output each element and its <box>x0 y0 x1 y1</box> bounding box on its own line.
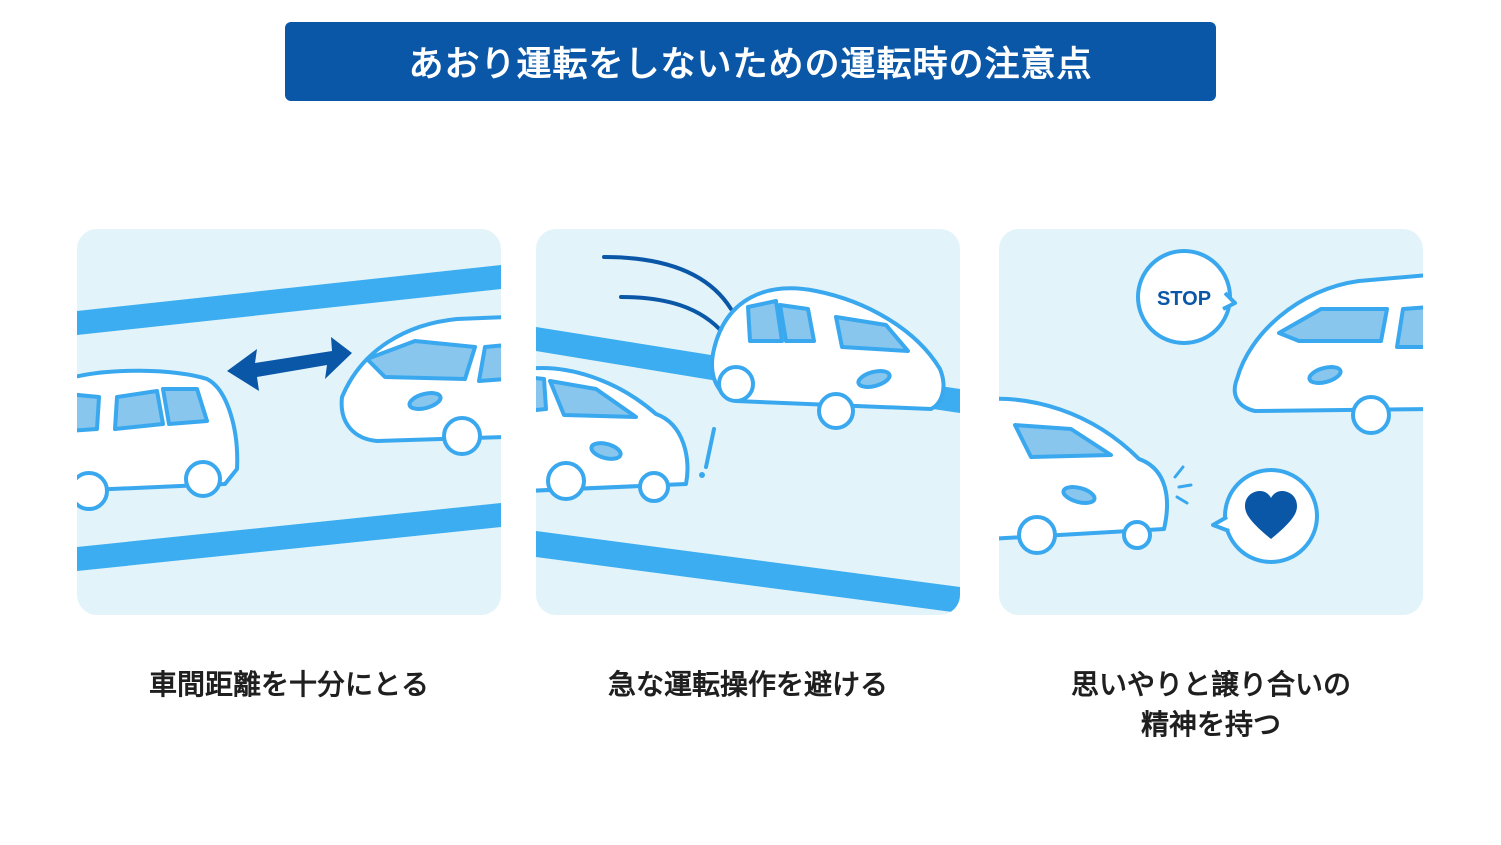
road-line-bottom <box>77 503 501 571</box>
illustration-keep-distance <box>77 265 501 571</box>
caption-line-2: 精神を持つ <box>1140 708 1281 741</box>
heart-speech-bubble-icon <box>1211 468 1319 564</box>
caption-text: 急な運転操作を避ける <box>607 668 888 701</box>
cutting-in-car <box>710 286 946 430</box>
title-banner: あおり運転をしないための運転時の注意点 <box>285 22 1216 101</box>
caption-line-1: 思いやりと譲り合いの <box>1070 668 1351 701</box>
caption-consideration: 思いやりと譲り合いの 精神を持つ <box>999 665 1423 745</box>
road-line-top <box>77 265 501 335</box>
rear-car <box>77 368 240 511</box>
road-line-bottom <box>536 531 960 613</box>
illustration-consideration: STOP <box>999 249 1423 564</box>
caption-text: 車間距離を十分にとる <box>148 668 429 701</box>
illustration-avoid-sudden <box>536 255 960 613</box>
stop-speech-bubble-icon: STOP <box>1136 249 1237 345</box>
caption-keep-distance: 車間距離を十分にとる <box>77 665 501 705</box>
road-line-left <box>536 327 736 384</box>
exclamation-icon <box>699 427 716 478</box>
panel-avoid-sudden <box>536 229 960 615</box>
double-arrow-icon <box>227 337 352 391</box>
page-title: あおり運転をしないための運転時の注意点 <box>408 45 1093 85</box>
stop-text: STOP <box>1157 288 1211 310</box>
caption-avoid-sudden: 急な運転操作を避ける <box>536 665 960 705</box>
panel-consideration: STOP <box>999 229 1423 615</box>
front-car <box>339 315 501 456</box>
attention-sparks-icon <box>1173 465 1193 505</box>
yielding-car <box>1232 273 1423 435</box>
motion-lines-icon <box>602 255 733 336</box>
panel-keep-distance <box>77 229 501 615</box>
lower-car <box>536 366 690 503</box>
merging-car <box>999 396 1169 555</box>
